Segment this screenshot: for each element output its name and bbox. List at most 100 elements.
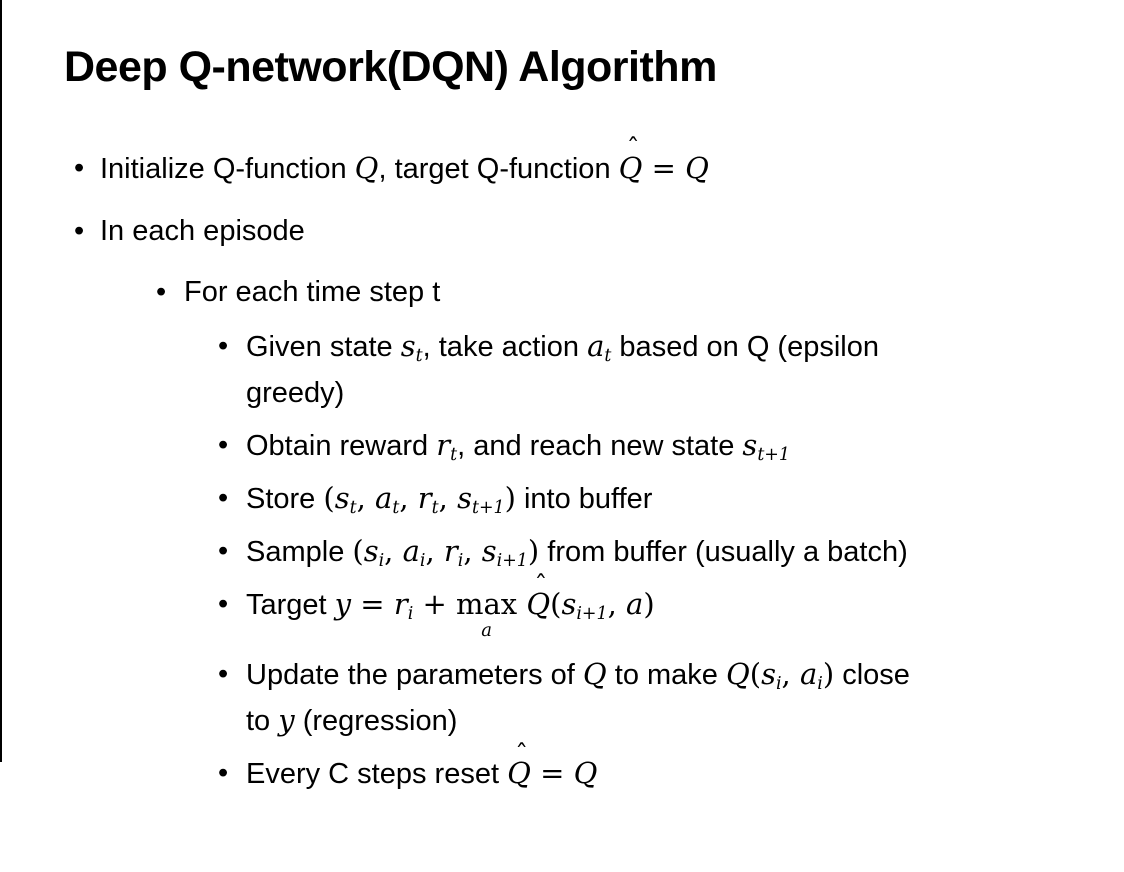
text-run: Sample (246, 535, 353, 568)
math-run: a (587, 329, 605, 364)
bullet-marker: • (218, 588, 229, 621)
bullet-item: •Obtain reward rt, and reach new state s… (0, 423, 1124, 469)
math-run: ) (822, 657, 835, 692)
bullet-marker: • (74, 151, 85, 184)
bullet-marker: • (218, 481, 229, 514)
math-run: s (561, 587, 577, 622)
math-run: i (817, 674, 823, 695)
math-run: r (417, 480, 432, 515)
math-run: = (530, 756, 574, 791)
math-run: s (400, 329, 416, 364)
math-run: , (384, 533, 403, 568)
math-run: = (642, 150, 686, 185)
slide-title: Deep Q-network(DQN) Algorithm (64, 43, 717, 91)
math-run: Q (573, 756, 598, 791)
math-run: i (775, 674, 782, 695)
hat-accent: ˆ (626, 134, 640, 165)
math-run: a (799, 657, 818, 692)
math-run: t+1 (471, 497, 505, 518)
math-run: y (334, 587, 352, 622)
math-run: i+1 (496, 551, 528, 572)
math-run: , (438, 480, 458, 515)
math-run: i (419, 551, 426, 572)
text-run: Store (246, 482, 324, 515)
text-run: , target Q-function (378, 152, 619, 185)
text-run: (regression) (294, 705, 458, 738)
text-run: Initialize Q-function (100, 152, 355, 185)
math-run: Q (354, 150, 379, 185)
math-run: ( (323, 480, 335, 515)
bullet-line: • For each time step t (0, 270, 1124, 315)
math-run: a (626, 587, 644, 622)
math-run: r (393, 587, 408, 622)
math-run: , (399, 480, 418, 515)
bullet-line: • In each episode (0, 209, 1124, 254)
math-run: t (392, 497, 400, 518)
text-run: , take action (422, 331, 588, 364)
bullet-marker: • (156, 276, 167, 309)
math-run: y (278, 703, 295, 738)
bullet-list: •Initialize Q-function Q, target Q-funct… (0, 136, 1124, 798)
math-run: ( (352, 533, 364, 568)
hat-accent: ˆ (534, 570, 548, 601)
text-run: close (834, 659, 910, 692)
math-run: r (436, 427, 451, 462)
math-run: ) (643, 587, 655, 622)
bullet-line: •Store (st, at, rt, st+1) into buffer (0, 476, 1124, 522)
bullet-marker: • (218, 757, 229, 790)
math-variable: Q (526, 587, 551, 622)
bullet-item: • For each time step t (0, 270, 1124, 315)
bullet-item: • Initialize Q-function Q, target Q-funct… (0, 136, 1124, 192)
math-run: t (431, 497, 439, 518)
text-run: greedy) (246, 376, 345, 409)
math-run: = (351, 587, 394, 622)
math-run: Q (725, 657, 750, 692)
math-run: , (781, 657, 800, 692)
math-run (517, 587, 526, 621)
bullet-marker: • (218, 428, 229, 461)
text-run: Every C steps reset (246, 758, 508, 791)
bullet-line: •Given state st, take action at based on… (0, 324, 1124, 370)
bullet-item: •Update the parameters of Q to make Q(si… (0, 652, 1124, 744)
bullet-line: •Obtain reward rt, and reach new state s… (0, 423, 1124, 469)
bullet-item: •Given state st, take action at based on… (0, 324, 1124, 415)
text-run: Target (246, 589, 335, 622)
math-run: t (450, 444, 458, 465)
bullet-line: • Initialize Q-function Q, target Q-funct… (0, 136, 1124, 192)
math-run: i (407, 604, 414, 625)
bullet-marker: • (74, 214, 85, 247)
text-run: Obtain reward (246, 429, 437, 462)
math-run: ( (749, 657, 762, 692)
math-run: + (413, 587, 456, 622)
bullet-item: • In each episode (0, 209, 1124, 254)
bullet-item: •Store (st, at, rt, st+1) into buffer (0, 476, 1124, 522)
text-run: to make (606, 659, 726, 692)
math-run: s (363, 533, 379, 568)
bullet-item: •Sample (si, ai, ri, si+1) from buffer (… (0, 529, 1124, 575)
math-variable: Q (618, 150, 643, 185)
math-run: Q (582, 657, 607, 692)
math-run: i (457, 551, 464, 572)
math-run: t+1 (757, 444, 790, 465)
text-run: to (246, 705, 279, 738)
text-run: Update the parameters of (246, 659, 583, 692)
math-run: i (378, 551, 385, 572)
bullet-marker: • (218, 534, 229, 567)
text-run: In each episode (100, 214, 305, 247)
math-run: ) (527, 533, 540, 568)
bullet-line: greedy) (0, 371, 1124, 416)
math-variable: Q (507, 756, 531, 791)
bullet-line: •Update the parameters of Q to make Q(si… (0, 652, 1124, 698)
hat-accent: ˆ (515, 740, 529, 771)
math-run: s (457, 480, 472, 515)
math-run: t (415, 346, 423, 367)
math-run: , (425, 533, 444, 568)
math-run: s (761, 657, 776, 692)
text-run: For each time step t (184, 276, 441, 309)
